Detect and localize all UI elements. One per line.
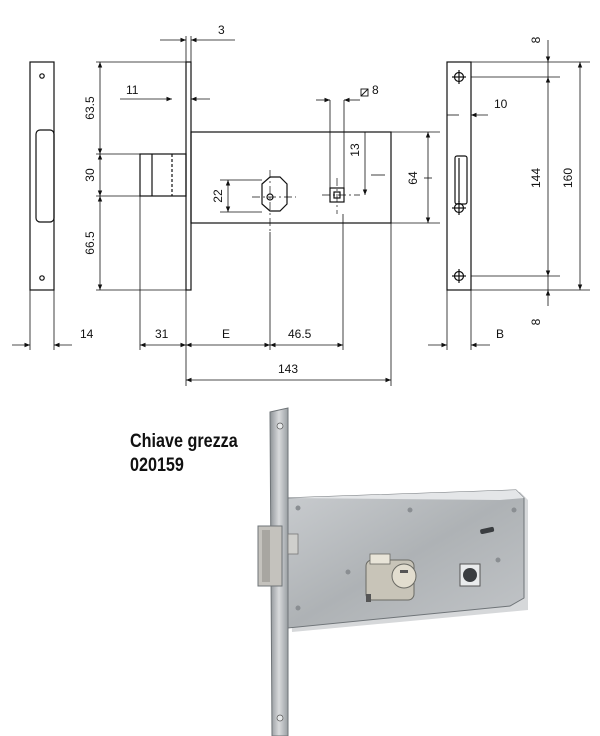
lock-product-image: [257, 407, 528, 736]
dim-10: 10: [494, 97, 508, 111]
square-symbol-icon: [360, 88, 369, 97]
dim-8-top: 8: [529, 36, 543, 43]
dimension-labels: 3 11 63.5 30 66.5 22 8 13 64 8 10 144 16…: [80, 23, 575, 376]
dim-66-5: 66.5: [83, 231, 97, 255]
lock-body-side-view: [139, 61, 392, 291]
dim-143: 143: [278, 362, 298, 376]
caption-code: 020159: [130, 455, 184, 476]
dimension-lines: [12, 36, 590, 386]
dim-14: 14: [80, 327, 94, 341]
dim-3: 3: [218, 23, 225, 37]
center-lines: [252, 170, 360, 232]
dim-11: 11: [126, 83, 139, 97]
dim-63-5: 63.5: [83, 96, 97, 120]
dim-160: 160: [561, 168, 575, 188]
product-caption: Chiave grezza 020159: [130, 430, 300, 478]
dim-22: 22: [211, 189, 225, 203]
dim-46-5: 46.5: [288, 327, 312, 341]
faceplate-side-view: [29, 61, 55, 291]
dim-64: 64: [406, 171, 420, 185]
dim-e: E: [222, 327, 230, 341]
dim-31: 31: [155, 327, 169, 341]
caption-title: Chiave grezza: [130, 431, 238, 452]
dim-30: 30: [83, 168, 97, 182]
dim-b: B: [496, 327, 504, 341]
dim-13: 13: [348, 143, 362, 157]
strike-plate-front-view: [446, 61, 472, 291]
dim-8-square: 8: [372, 83, 379, 97]
dim-144: 144: [529, 168, 543, 188]
dim-8-bottom: 8: [529, 318, 543, 325]
